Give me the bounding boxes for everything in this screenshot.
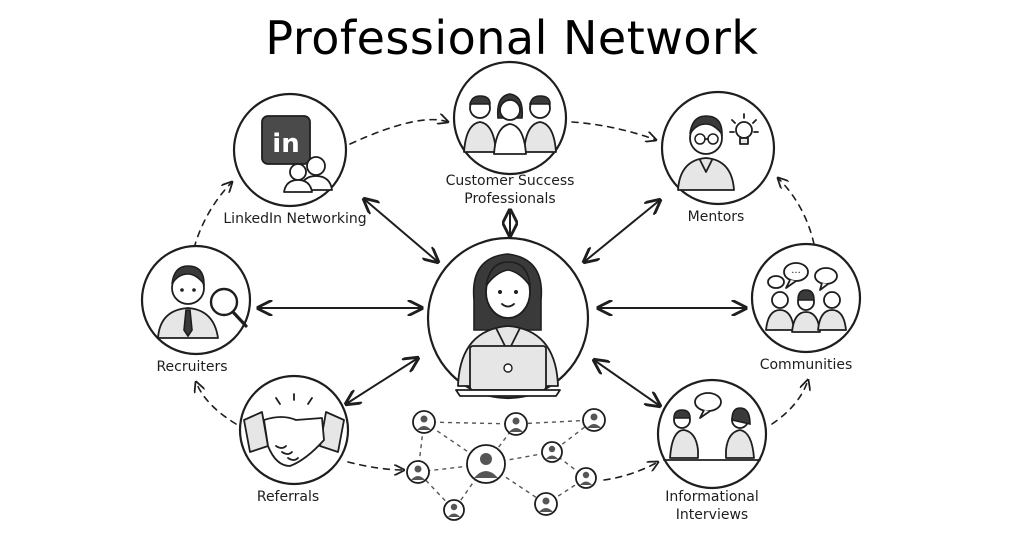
node-linkedin: in LinkedIn Networking [223,92,367,227]
linkedin-logo-icon: in [261,115,333,193]
network-links [416,419,595,511]
arrow-interviews-center [594,360,660,406]
network-node [443,499,465,521]
linkedin-label: LinkedIn Networking [223,211,366,227]
network-node [406,460,430,484]
node-referrals: Referrals [238,374,350,505]
node-recruiters: Recruiters [140,244,252,375]
linkedin-logo-text: in [272,129,299,159]
outer-dashed-arrows [193,120,815,481]
woman-with-laptop-icon [455,253,561,397]
network-node [412,410,436,434]
handshake-icon [243,393,345,467]
dashed-arrow-to-linkedin [193,182,232,249]
recruiters-label: Recruiters [156,359,227,375]
svg-text:···: ··· [791,268,801,279]
node-customer-success: Customer Success Professionals [446,60,575,207]
customer-success-label-line2: Professionals [464,191,555,207]
node-informational-interviews: Informational Interviews [656,378,768,523]
dashed-arrow-to-recruiters [196,382,237,425]
dashed-arrow-to-interviews [603,462,658,481]
mentor-with-lightbulb-icon [677,113,759,191]
people-with-speech-bubbles-icon: ··· [765,262,847,333]
mentors-label: Mentors [688,209,745,225]
network-node [541,441,563,463]
center-node [426,236,590,400]
informational-label-line1: Informational [665,489,759,505]
network-node [582,408,606,432]
dashed-arrow-cs-to-linkedin [349,120,448,145]
communities-label: Communities [760,357,853,373]
team-of-three-icon [463,93,557,155]
dashed-arrow-to-referrals-network [347,461,404,470]
two-people-talking-icon [663,392,761,461]
arrow-referrals-center [346,358,418,404]
dashed-arrow-cs-to-mentors [571,121,656,140]
referrals-label: Referrals [257,489,319,505]
informational-label-line2: Interviews [676,507,748,523]
network-graph-icon [406,408,606,521]
network-node [504,412,528,436]
dashed-arrow-to-mentors [778,178,815,245]
page-title: Professional Network [265,11,758,65]
arrow-mentors-center [584,200,660,262]
customer-success-label-line1: Customer Success [446,173,575,189]
node-communities: ··· Communities [750,242,862,373]
center-connectors [258,199,746,406]
network-node [575,467,597,489]
informational-circle [656,378,768,490]
network-node [534,492,558,516]
arrow-linkedin-center [364,199,438,262]
recruiter-with-magnifier-icon [157,265,248,339]
dashed-arrow-to-communities [771,380,808,425]
network-nodes [406,408,606,521]
node-mentors: Mentors [660,90,776,225]
network-node-main [466,444,506,484]
